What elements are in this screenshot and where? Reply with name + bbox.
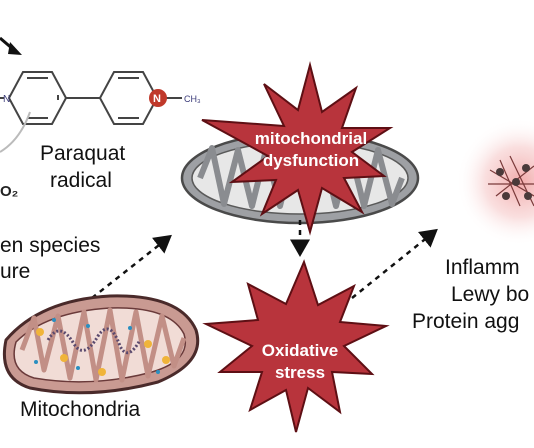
stress-label: stress: [275, 363, 325, 382]
protein-aggregate: [456, 118, 534, 246]
incoming-arrow: [0, 36, 22, 55]
healthy-mitochondrion: [2, 294, 200, 395]
dysfunction-label-line1: mitochondrial: [255, 129, 367, 148]
ros-label-line1: en species: [0, 234, 100, 257]
outcome-protein-aggregation: Protein agg: [412, 310, 519, 333]
arrow-mito-to-dysfunction: [91, 234, 172, 299]
atom-n-right: N: [153, 93, 161, 105]
oxidative-stress-starburst: [202, 259, 390, 433]
paraquat-molecule: [0, 71, 182, 153]
outcome-lewy-bodies: Lewy bo: [451, 283, 529, 306]
arrow-stress-to-outcomes: [351, 228, 438, 299]
ros-label-line2: ure: [0, 260, 30, 283]
nitrogen-atom-right: [149, 89, 167, 107]
dysfunction-label-line2: dysfunction: [263, 151, 359, 170]
dysfunction-starburst: [201, 61, 394, 236]
mitochondria-label: Mitochondria: [20, 398, 141, 421]
methyl-label: CH₃: [184, 94, 201, 104]
oxidative-label: Oxidative: [262, 341, 339, 360]
outcome-inflammation: Inflamm: [445, 256, 520, 279]
oxygen-label: O₂: [0, 183, 18, 200]
paraquat-label: Paraquat: [40, 142, 125, 165]
radical-label: radical: [50, 169, 112, 192]
atom-n-left: N: [3, 94, 10, 105]
